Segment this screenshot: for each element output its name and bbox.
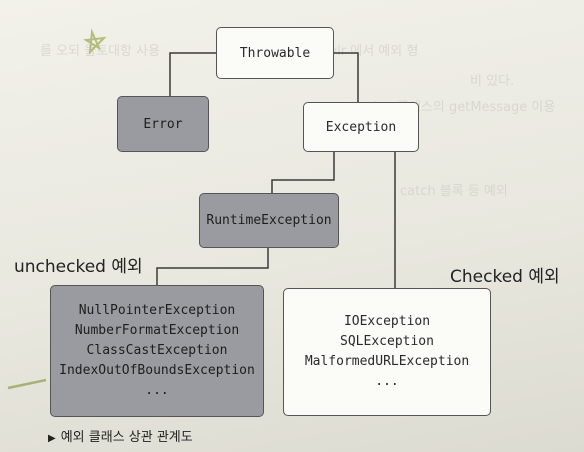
error-node: Error [117,96,209,152]
list-item: IndexOutOfBoundsException [59,363,255,378]
list-item: IOException [343,314,431,329]
unchecked-exceptions-box: NullPointerException NumberFormatExcepti… [50,285,264,417]
list-item: NumberFormatException [74,323,240,338]
runtime-exception-node: RuntimeException [199,193,339,248]
caption-text: 예외 클래스 상관 관계도 [60,430,193,445]
checked-annotation: Checked 예외 [450,267,560,287]
checked-exceptions-box: IOException SQLException MalformedURLExc… [283,288,491,416]
list-item: ClassCastException [86,343,228,358]
exception-node: Exception [303,102,419,152]
triangle-bullet-icon: ▶ [48,433,56,444]
figure-caption: ▶ 예외 클래스 상관 관계도 [48,426,193,445]
list-item: SQLException [340,334,434,349]
star-doodle [82,28,107,55]
list-item: NullPointerException [78,303,236,318]
list-item: ... [375,374,399,389]
throwable-node: Throwable [216,27,334,79]
list-item: MalformedURLException [304,354,470,369]
unchecked-annotation: unchecked 예외 [14,257,143,277]
list-item: ... [145,383,169,398]
